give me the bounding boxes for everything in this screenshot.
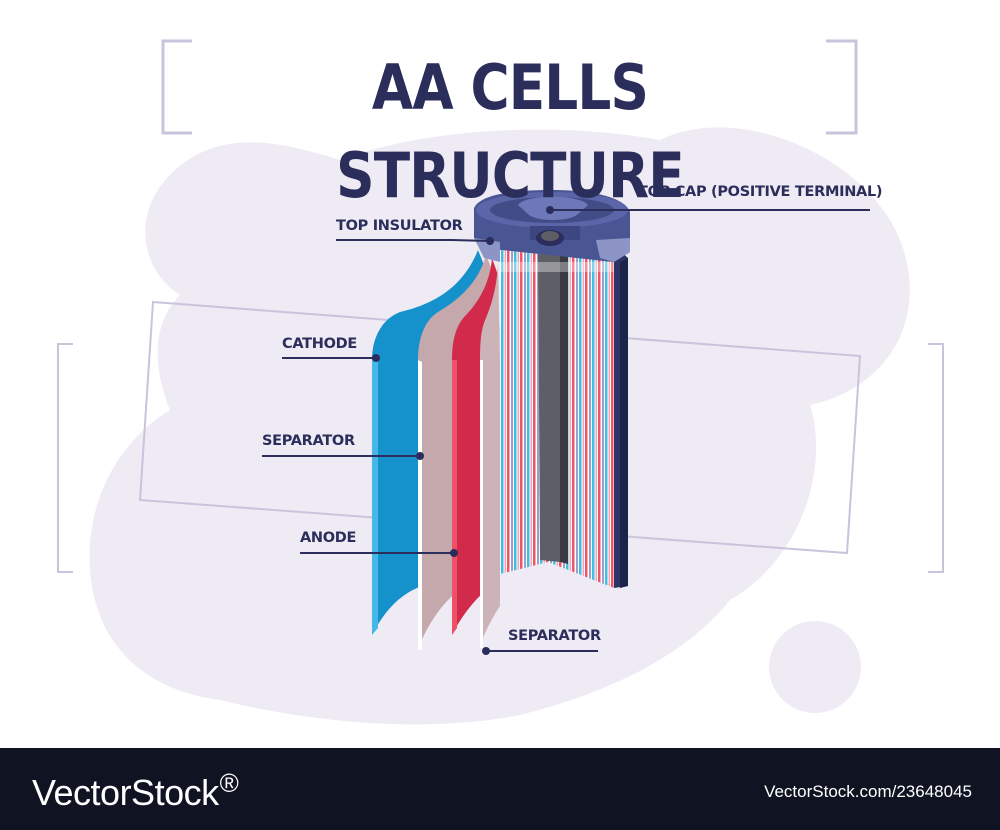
cathode-edge <box>372 360 378 635</box>
separator-edge <box>418 360 422 650</box>
battery-diagram <box>57 39 944 725</box>
label-separator-outer: SEPARATOR <box>262 433 355 449</box>
inner-separator-edge <box>480 360 483 648</box>
registered-mark: ® <box>219 768 239 798</box>
label-top-insulator: TOP INSULATOR <box>336 218 463 234</box>
label-top-cap: TOP CAP (POSITIVE TERMINAL) <box>638 184 883 200</box>
anode-layer <box>452 258 498 635</box>
decor-circle <box>769 621 861 713</box>
image-id-text: VectorStock.com/23648045 <box>764 782 972 801</box>
leader-lines <box>262 206 870 655</box>
label-cathode: CATHODE <box>282 336 357 352</box>
inner-separator-layer <box>480 262 500 645</box>
label-separator-inner: SEPARATOR <box>508 628 601 644</box>
label-anode: ANODE <box>300 530 357 546</box>
page-title: AA CELLS STRUCTURE <box>336 51 685 212</box>
footer-bar: VectorStock® VectorStock.com/23648045 <box>0 748 1000 830</box>
brand-logo: VectorStock® <box>32 768 239 814</box>
anode-edge <box>452 360 457 635</box>
title-brackets <box>161 39 858 135</box>
battery-cell <box>484 246 628 588</box>
side-brackets <box>57 343 944 573</box>
brand-text: VectorStock <box>32 772 219 813</box>
cathode-layer <box>372 250 484 635</box>
